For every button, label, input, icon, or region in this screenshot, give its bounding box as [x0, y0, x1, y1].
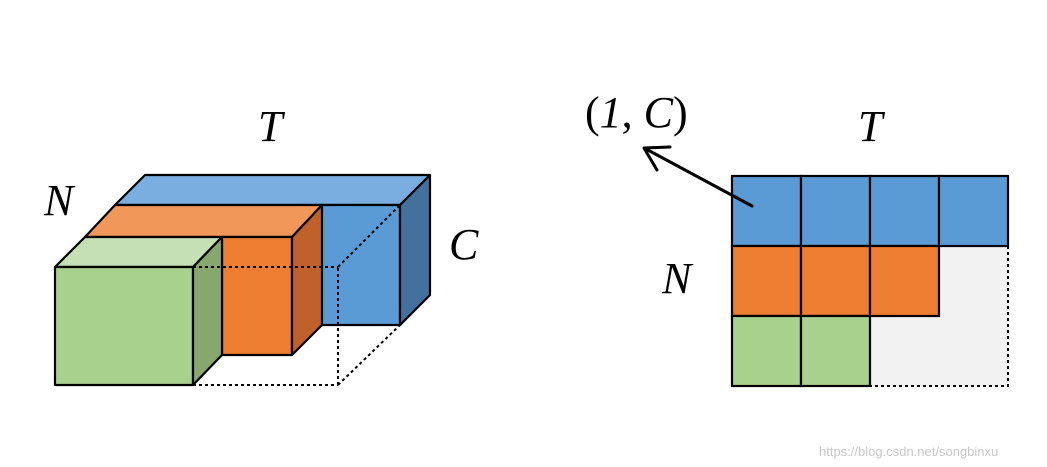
matrix-cell-orange — [868, 244, 941, 318]
right-label-T: T — [858, 102, 886, 151]
orange-block-top — [83, 203, 324, 239]
watermark: https://blog.csdn.net/songbinxu — [819, 444, 998, 459]
orange-block-front — [220, 235, 294, 357]
tuple-C: C — [644, 88, 674, 137]
tuple-label: (1, C) — [585, 88, 688, 137]
blue-block-top — [113, 173, 432, 207]
matrix-cell-green — [799, 314, 872, 388]
tuple-open: ( — [585, 88, 600, 137]
orange-block-side — [290, 203, 324, 357]
matrix-cell-orange — [730, 244, 803, 318]
padding-outline — [193, 204, 431, 386]
green-block-front — [53, 265, 195, 387]
matrix-cell-blue — [937, 174, 1010, 248]
green-block-side — [191, 235, 224, 387]
matrix-cell-blue — [730, 174, 803, 248]
matrix-cell-green — [730, 314, 803, 388]
left-label-N: N — [43, 176, 76, 225]
blue-block-front — [318, 203, 402, 327]
tensor-3d — [53, 173, 432, 387]
matrix-cell-blue — [868, 174, 941, 248]
tuple-sep: , — [622, 88, 644, 137]
matrix-cell-orange — [799, 244, 872, 318]
arrow — [642, 145, 754, 208]
right-label-N: N — [661, 254, 694, 303]
matrix-padding-outline — [870, 246, 1009, 387]
matrix-2d — [730, 174, 1010, 388]
matrix-cell-blue — [799, 174, 872, 248]
left-label-C: C — [449, 220, 479, 269]
left-label-T: T — [258, 102, 286, 151]
tuple-close: ) — [673, 88, 688, 137]
tuple-one: 1 — [600, 88, 622, 137]
